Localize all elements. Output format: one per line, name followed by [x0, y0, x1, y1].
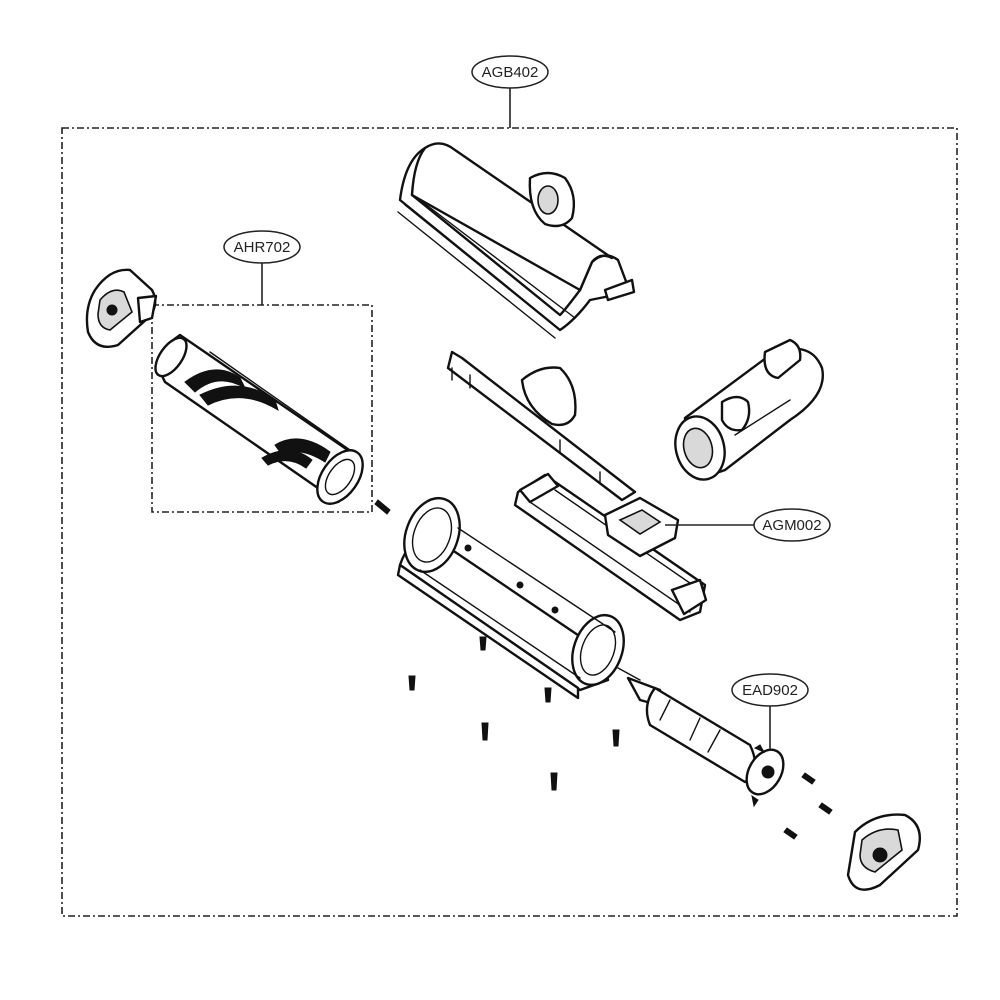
left-end-cap [85, 268, 158, 349]
swivel-neck [674, 338, 824, 481]
brush-roll [154, 333, 364, 505]
top-cover [397, 142, 636, 339]
housing-screws [408, 636, 620, 791]
ahr702-label: AHR702 [234, 239, 291, 256]
agb402-callout: AGB402 [471, 55, 549, 89]
ahr702-callout: AHR702 [223, 230, 301, 264]
assembly-frame [61, 127, 958, 917]
ead902-label: EAD902 [742, 682, 798, 699]
brush-motor [617, 667, 785, 808]
motor-housing [513, 472, 708, 622]
agm002-label: AGM002 [762, 517, 821, 534]
brush-screw [374, 499, 391, 515]
cover-gasket [446, 350, 637, 502]
agb402-label: AGB402 [482, 64, 539, 81]
ead902-callout: EAD902 [731, 673, 809, 707]
right-end-cap [846, 813, 922, 891]
motor-screws [783, 772, 833, 840]
agm002-callout: AGM002 [753, 508, 831, 542]
base-housing [396, 497, 625, 700]
